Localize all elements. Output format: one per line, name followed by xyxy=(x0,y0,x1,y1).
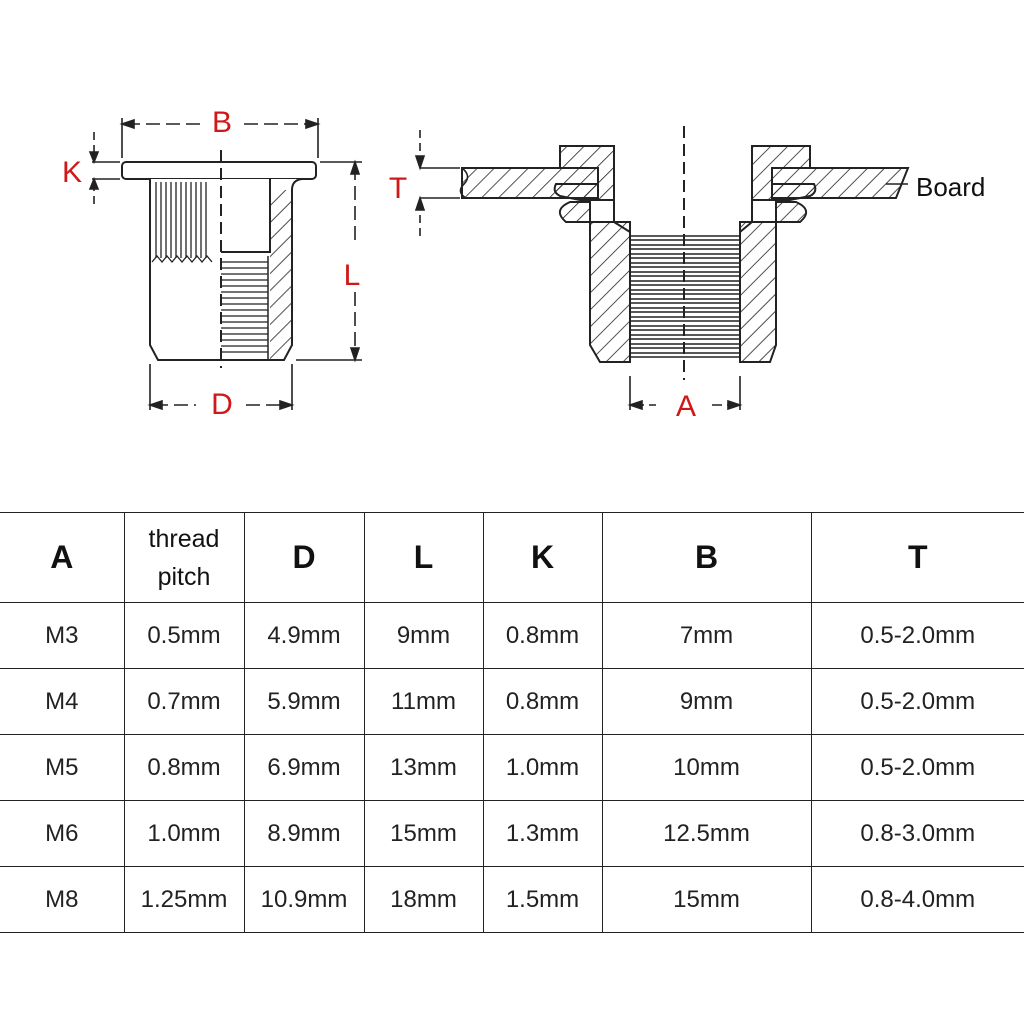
cell-b: 9mm xyxy=(601,668,812,735)
rivet-nut-side-view xyxy=(88,118,362,411)
dim-l xyxy=(296,159,362,363)
cell-t: 0.5-2.0mm xyxy=(810,668,1024,735)
cell-d: 8.9mm xyxy=(243,800,365,867)
header-thread-pitch: thread pitch xyxy=(123,512,245,603)
cell-b: 12.5mm xyxy=(601,800,812,867)
table-row: M6 1.0mm 8.9mm 15mm 1.3mm 12.5mm 0.8-3.0… xyxy=(0,800,1024,867)
cell-l: 9mm xyxy=(363,602,484,669)
table-row: M5 0.8mm 6.9mm 13mm 1.0mm 10mm 0.5-2.0mm xyxy=(0,734,1024,801)
header-d: D xyxy=(243,512,365,603)
header-thread-line: thread xyxy=(148,524,220,553)
cell-pitch: 0.8mm xyxy=(123,734,245,801)
cell-k: 0.8mm xyxy=(482,668,603,735)
wall-right xyxy=(739,221,777,363)
cell-k: 1.0mm xyxy=(482,734,603,801)
spec-table: A thread pitch D L K B T M3 0.5mm 4.9mm … xyxy=(0,512,1024,933)
dim-a xyxy=(627,376,743,411)
cell-d: 4.9mm xyxy=(243,602,365,669)
bulge-left xyxy=(559,201,591,223)
label-t: T xyxy=(389,172,407,205)
cell-d: 5.9mm xyxy=(243,668,365,735)
cell-t: 0.8-4.0mm xyxy=(810,866,1024,933)
cell-k: 1.3mm xyxy=(482,800,603,867)
dim-b xyxy=(119,118,321,158)
header-t: T xyxy=(810,512,1024,603)
cell-l: 11mm xyxy=(363,668,484,735)
cell-t: 0.5-2.0mm xyxy=(810,734,1024,801)
knurl-lines xyxy=(155,182,207,258)
cell-d: 10.9mm xyxy=(243,866,365,933)
knurl-zigzag xyxy=(151,254,213,264)
label-a: A xyxy=(676,390,696,423)
table-row: M4 0.7mm 5.9mm 11mm 0.8mm 9mm 0.5-2.0mm xyxy=(0,668,1024,735)
label-k: K xyxy=(62,156,82,189)
rivet-nut-drawing: B K L D T A Board xyxy=(62,106,985,423)
cell-a: M3 xyxy=(0,602,125,669)
cell-l: 13mm xyxy=(363,734,484,801)
inner-threads xyxy=(221,261,268,353)
cell-pitch: 1.25mm xyxy=(123,866,245,933)
label-board: Board xyxy=(916,172,985,202)
cell-d: 6.9mm xyxy=(243,734,365,801)
cell-pitch: 0.7mm xyxy=(123,668,245,735)
header-a: A xyxy=(0,512,125,603)
flange-right xyxy=(751,145,817,201)
cell-b: 10mm xyxy=(601,734,812,801)
cell-a: M4 xyxy=(0,668,125,735)
table-row: M3 0.5mm 4.9mm 9mm 0.8mm 7mm 0.5-2.0mm xyxy=(0,602,1024,669)
header-l: L xyxy=(363,512,484,603)
label-b: B xyxy=(212,106,232,139)
cell-k: 0.8mm xyxy=(482,602,603,669)
wall-hatch xyxy=(270,190,292,360)
cell-t: 0.5-2.0mm xyxy=(810,602,1024,669)
cell-l: 18mm xyxy=(363,866,484,933)
cell-pitch: 0.5mm xyxy=(123,602,245,669)
wall-left xyxy=(589,221,631,363)
cell-pitch: 1.0mm xyxy=(123,800,245,867)
table-row: M8 1.25mm 10.9mm 18mm 1.5mm 15mm 0.8-4.0… xyxy=(0,866,1024,933)
cell-k: 1.5mm xyxy=(482,866,603,933)
bulge-right xyxy=(775,201,807,223)
flange-left xyxy=(553,145,615,201)
table-header-row: A thread pitch D L K B T xyxy=(0,512,1024,603)
dim-t xyxy=(414,130,460,238)
cell-a: M8 xyxy=(0,866,125,933)
header-b: B xyxy=(601,512,812,603)
cell-a: M5 xyxy=(0,734,125,801)
installed-section-view xyxy=(414,126,910,411)
cell-b: 15mm xyxy=(601,866,812,933)
cell-b: 7mm xyxy=(601,602,812,669)
dim-k xyxy=(88,132,120,208)
header-pitch-line: pitch xyxy=(157,562,211,591)
cell-t: 0.8-3.0mm xyxy=(810,800,1024,867)
cell-a: M6 xyxy=(0,800,125,867)
cell-l: 15mm xyxy=(363,800,484,867)
header-k: K xyxy=(482,512,603,603)
label-l: L xyxy=(344,259,361,292)
dim-d xyxy=(147,364,295,411)
flange xyxy=(121,161,317,180)
label-d: D xyxy=(211,388,233,421)
